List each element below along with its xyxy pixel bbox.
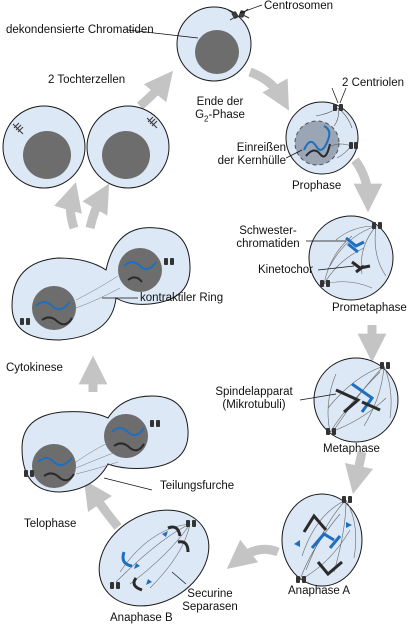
arrow-anaphaseB-to-telophase bbox=[84, 480, 122, 530]
cell-anaphase-b bbox=[98, 509, 210, 607]
label-schwesterchromatiden: Schwester- chromatiden bbox=[226, 225, 310, 251]
label-anaphase-a: Anaphase A bbox=[288, 585, 351, 597]
arrow-cytokinese-to-daughters-b bbox=[82, 183, 110, 230]
nucleus bbox=[195, 30, 239, 74]
nucleus-breaking bbox=[294, 120, 340, 166]
label-ende-g2-line2: G2-Phase bbox=[195, 109, 245, 124]
arrow-g2-to-prophase bbox=[248, 67, 289, 111]
label-spindel-line1: Spindelapparat bbox=[215, 386, 293, 398]
daughter-cells bbox=[2, 105, 170, 189]
nucleus bbox=[32, 444, 76, 488]
process-arrows bbox=[54, 67, 387, 569]
label-spindelapparat: Spindelapparat (Mikrotubuli) bbox=[206, 386, 302, 412]
label-einreissen-line2: der Kernhülle bbox=[217, 155, 286, 167]
cell-telophase bbox=[21, 395, 189, 493]
label-prometaphase: Prometaphase bbox=[332, 302, 407, 314]
label-securine-separasen: Securine Separasen bbox=[180, 588, 240, 614]
label-centriolen: 2 Centriolen bbox=[342, 77, 405, 89]
nucleus bbox=[23, 131, 71, 179]
arrow-daughters-to-g2 bbox=[137, 70, 173, 110]
label-teilungsfurche: Teilungsfurche bbox=[160, 480, 235, 492]
cell-g2-phase bbox=[127, 4, 263, 82]
nucleus bbox=[102, 131, 150, 179]
label-kinetochor: Kinetochor bbox=[258, 264, 313, 276]
label-telophase: Telophase bbox=[24, 518, 77, 530]
label-metaphase: Metaphase bbox=[323, 443, 380, 455]
cell-cytokinese bbox=[11, 227, 191, 341]
label-dekondensierte-chromatiden: dekondensierte Chromatiden bbox=[6, 24, 154, 36]
label-ende-g2: Ende der G2-Phase bbox=[190, 96, 250, 125]
label-schwester-line1: Schwester- bbox=[239, 225, 297, 237]
arrow-metaphase-to-anaphaseA bbox=[344, 451, 374, 495]
label-schwester-line2: chromatiden bbox=[236, 238, 300, 250]
arrow-cytokinese-to-daughters bbox=[54, 182, 82, 230]
label-einreissen-line1: Einreißen bbox=[236, 142, 286, 154]
label-spindel-line2: (Mikrotubuli) bbox=[222, 399, 286, 411]
label-cytokinese: Cytokinese bbox=[6, 362, 63, 374]
arrow-prophase-to-prometaphase bbox=[351, 157, 383, 213]
arrow-anaphaseA-to-anaphaseB bbox=[226, 539, 280, 569]
label-tochterzellen: 2 Tochterzellen bbox=[48, 74, 126, 86]
label-kontraktiler-ring: kontraktiler Ring bbox=[140, 292, 224, 304]
nucleus bbox=[118, 248, 162, 292]
label-separasen: Separasen bbox=[182, 601, 238, 613]
nucleus bbox=[104, 414, 148, 458]
cell-prophase bbox=[285, 87, 359, 175]
label-anaphase-b: Anaphase B bbox=[110, 612, 173, 624]
label-einreissen: Einreißen der Kernhülle bbox=[202, 142, 286, 168]
label-centrosomen: Centrosomen bbox=[264, 0, 334, 12]
label-securine: Securine bbox=[187, 588, 233, 600]
cell-prometaphase bbox=[306, 215, 394, 301]
cell-metaphase bbox=[299, 357, 399, 443]
label-prophase: Prophase bbox=[292, 180, 342, 192]
label-ende-g2-line1: Ende der bbox=[196, 96, 244, 108]
cell-anaphase-a bbox=[281, 493, 363, 587]
